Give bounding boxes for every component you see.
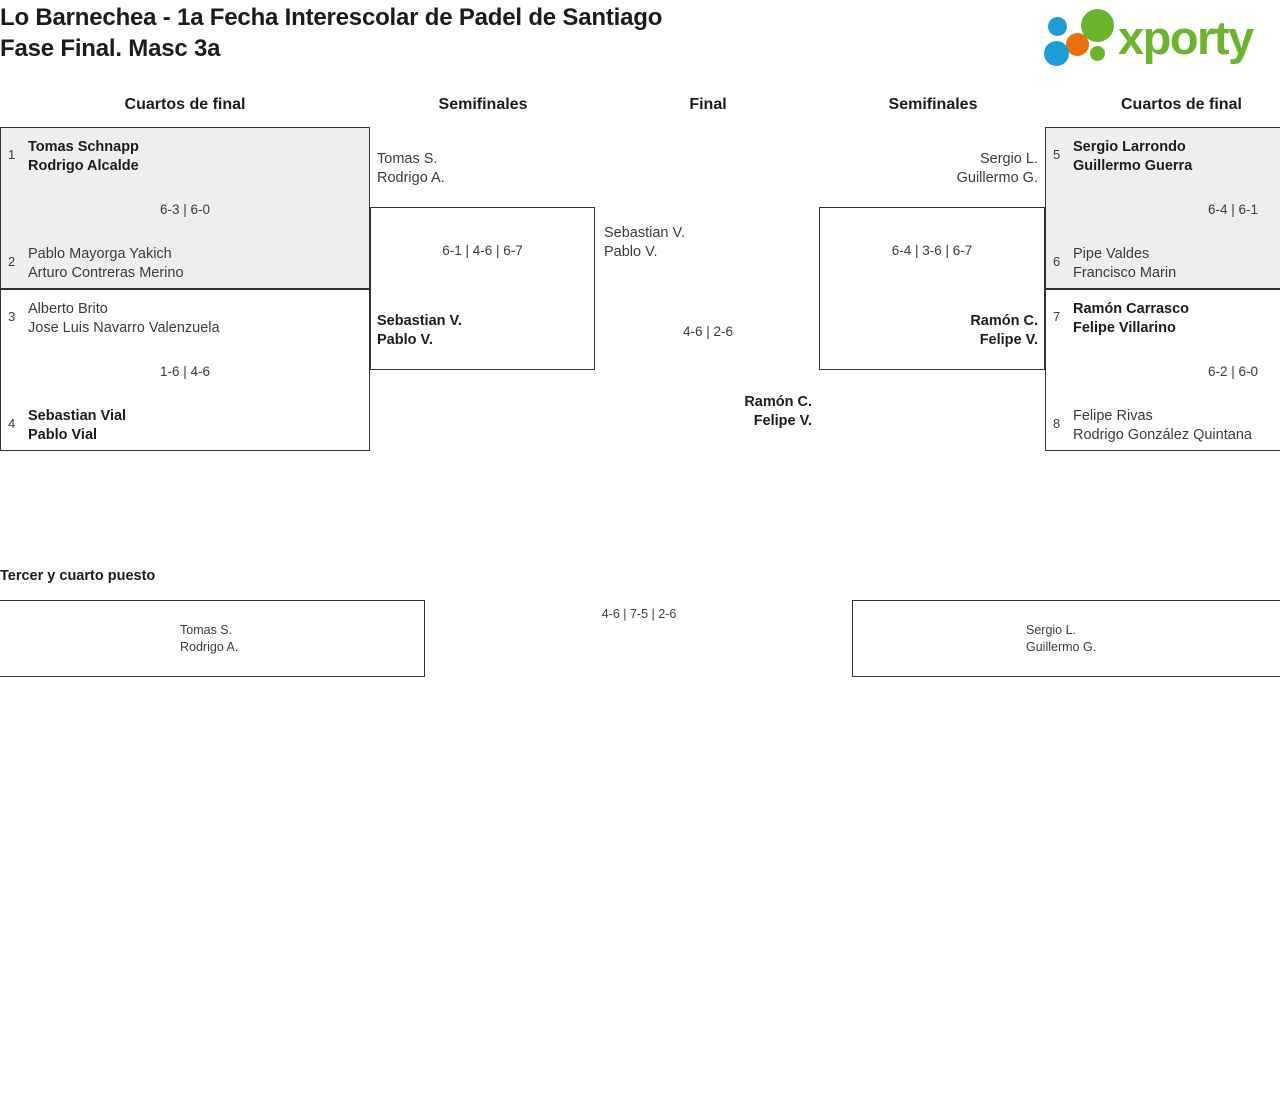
round-header-sf-left: Semifinales xyxy=(438,96,528,113)
logo-dot-blue-top xyxy=(1048,17,1067,36)
qf4-score: 6-2 | 6-0 xyxy=(1207,364,1258,379)
sf-right-bottom-team[interactable]: Ramón C. Felipe V. xyxy=(970,313,1038,348)
qf3-bottom-team[interactable]: Pipe Valdes Francisco Marin xyxy=(1073,246,1177,281)
third-place-right-box[interactable] xyxy=(852,600,1280,677)
third-place-score: 4-6 | 7-5 | 2-6 xyxy=(601,607,677,621)
round-header-sf-right: Semifinales xyxy=(888,96,978,113)
third-place-left-team[interactable]: Tomas S. Rodrigo A. xyxy=(180,623,239,654)
sf-left-top-team[interactable]: Tomas S. Rodrigo A. xyxy=(377,151,445,186)
final-right-team[interactable]: Ramón C. Felipe V. xyxy=(744,394,812,429)
qf1-top-seed: 1 xyxy=(8,147,16,162)
qf2-score: 1-6 | 4-6 xyxy=(159,364,211,379)
match-qf2-box[interactable] xyxy=(0,289,370,451)
qf2-bottom-seed: 4 xyxy=(8,416,16,431)
third-place-right-team[interactable]: Sergio L. Guillermo G. xyxy=(1026,623,1097,654)
qf4-bottom-team[interactable]: Felipe Rivas Rodrigo González Quintana xyxy=(1073,408,1252,443)
qf2-top-team[interactable]: Alberto Brito Jose Luis Navarro Valenzue… xyxy=(28,301,220,336)
final-left-team[interactable]: Sebastian V. Pablo V. xyxy=(604,225,685,260)
qf4-bottom-seed: 8 xyxy=(1053,416,1061,431)
qf3-bottom-seed: 6 xyxy=(1053,254,1061,269)
qf3-top-seed: 5 xyxy=(1053,147,1061,162)
qf1-top-team[interactable]: Tomas Schnapp Rodrigo Alcalde xyxy=(28,139,139,174)
third-place-title: Tercer y cuarto puesto xyxy=(0,568,156,584)
logo-dot-orange xyxy=(1066,33,1089,56)
qf1-bottom-team[interactable]: Pablo Mayorga Yakich Arturo Contreras Me… xyxy=(28,246,184,281)
qf3-score: 6-4 | 6-1 xyxy=(1207,202,1258,217)
third-place-left-box[interactable] xyxy=(0,600,425,677)
qf4-top-seed: 7 xyxy=(1053,309,1061,324)
qf2-bottom-team[interactable]: Sebastian Vial Pablo Vial xyxy=(28,408,127,443)
sf-left-score: 6-1 | 4-6 | 6-7 xyxy=(442,243,523,258)
qf3-top-team[interactable]: Sergio Larrondo Guillermo Guerra xyxy=(1073,139,1193,174)
final-score: 4-6 | 2-6 xyxy=(682,324,734,339)
logo-dot-blue-bottom xyxy=(1044,41,1069,66)
round-header-qf-left: Cuartos de final xyxy=(124,96,246,113)
sf-right-score: 6-4 | 3-6 | 6-7 xyxy=(891,243,973,258)
qf2-top-seed: 3 xyxy=(8,309,16,324)
qf1-bottom-seed: 2 xyxy=(8,254,16,269)
match-qf4-box[interactable] xyxy=(1045,289,1280,451)
page-title: Lo Barnechea - 1a Fecha Interescolar de … xyxy=(0,4,663,62)
qf1-score: 6-3 | 6-0 xyxy=(159,202,211,217)
xporty-logo[interactable]: xporty xyxy=(1044,8,1280,70)
match-sf-left-box[interactable] xyxy=(370,207,595,370)
match-sf-right-box[interactable] xyxy=(819,207,1045,370)
logo-dot-green-small xyxy=(1090,46,1105,61)
match-qf3-box[interactable] xyxy=(1045,127,1280,289)
logo-wordmark: xporty xyxy=(1118,11,1254,64)
qf4-top-team[interactable]: Ramón Carrasco Felipe Villarino xyxy=(1073,301,1190,336)
sf-right-top-team[interactable]: Sergio L. Guillermo G. xyxy=(956,151,1038,186)
round-header-final: Final xyxy=(689,96,727,113)
match-qf1-box[interactable] xyxy=(0,127,370,289)
round-header-qf-right: Cuartos de final xyxy=(1121,96,1242,113)
sf-left-bottom-team[interactable]: Sebastian V. Pablo V. xyxy=(377,313,462,348)
